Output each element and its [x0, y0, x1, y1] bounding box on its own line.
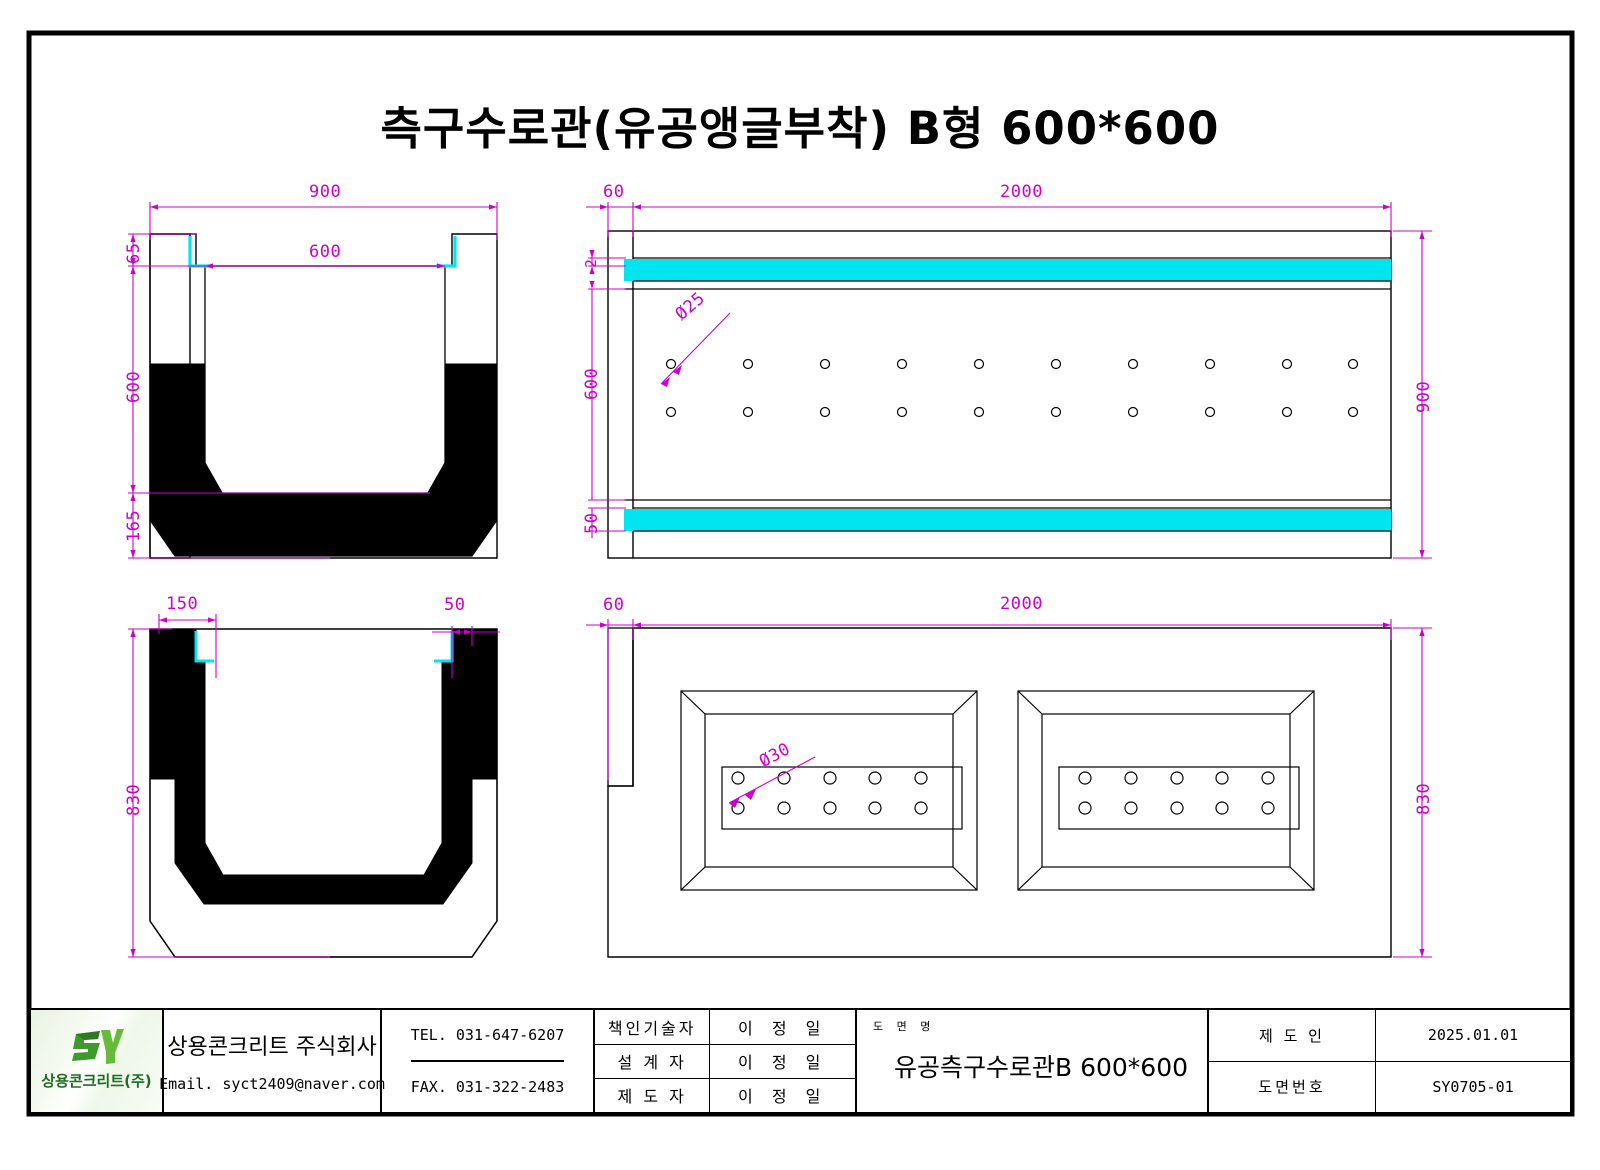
front-section-geometry — [128, 202, 498, 559]
drawing-name-value: 유공측구수로관B 600*600 — [893, 1053, 1189, 1082]
meta-value-drawing-number: SY0705-01 — [1375, 1060, 1570, 1112]
dim-rear-left-wall: 150 — [166, 594, 199, 614]
role-label-designer: 설 계 자 — [595, 1043, 711, 1079]
role-label-drafter: 제 도 자 — [595, 1077, 711, 1112]
company-contact-cell: TEL. 031-647-6207 FAX. 031-322-2483 — [382, 1010, 595, 1112]
rear-section-geometry — [128, 614, 500, 958]
dim-front-overall-width: 900 — [309, 182, 342, 202]
bottom-plan-geometry — [586, 619, 1432, 958]
dim-bplan-end-offset: 60 — [603, 595, 625, 615]
dim-rear-overall-height: 830 — [124, 783, 144, 816]
dim-plan-overall-width: 900 — [1414, 380, 1434, 413]
roles-cell: 책인기술자 이 정 일 설 계 자 이 정 일 제 도 자 이 정 일 — [595, 1010, 857, 1112]
page-title: 측구수로관(유공앵글부착) B형 600*600 — [380, 102, 1220, 155]
role-value-drafter: 이 정 일 — [709, 1077, 855, 1112]
company-email: Email. syct2409@naver.com — [159, 1075, 385, 1093]
meta-label-drawing-number: 도면번호 — [1209, 1060, 1377, 1112]
company-logo-caption: 상용콘크리트(주) — [41, 1072, 152, 1090]
table-row: 책인기술자 이 정 일 — [595, 1010, 855, 1045]
company-logo-cell: 상용콘크리트(주) — [31, 1010, 164, 1112]
dim-plan-length: 2000 — [1000, 182, 1043, 202]
table-row: 제 도 자 이 정 일 — [595, 1077, 855, 1112]
table-row: 설 계 자 이 정 일 — [595, 1043, 855, 1079]
meta-value-date: 2025.01.01 — [1375, 1010, 1570, 1062]
dim-plan-end-offset: 60 — [603, 182, 625, 202]
table-row: 도면번호 SY0705-01 — [1209, 1060, 1570, 1112]
dim-front-base-height: 165 — [124, 509, 144, 542]
role-value-chief-engineer: 이 정 일 — [709, 1010, 855, 1045]
drawing-meta-cell: 제 도 인 2025.01.01 도면번호 SY0705-01 — [1209, 1010, 1570, 1112]
company-info-cell: 상용콘크리트 주식회사 Email. syct2409@naver.com — [159, 1010, 385, 1112]
meta-table: 제 도 인 2025.01.01 도면번호 SY0705-01 — [1209, 1010, 1570, 1112]
angle-plate-2 — [1017, 690, 1315, 891]
dim-front-inner-width: 600 — [309, 242, 342, 262]
dim-bplan-overall-height: 830 — [1414, 782, 1434, 815]
company-fax: FAX. 031-322-2483 — [410, 1060, 565, 1112]
dim-plan-inner-span: 600 — [582, 367, 602, 400]
role-value-designer: 이 정 일 — [709, 1043, 855, 1079]
drawing-name-cell: 도 면 명 유공측구수로관B 600*600 — [857, 1010, 1209, 1112]
roles-table: 책인기술자 이 정 일 설 계 자 이 정 일 제 도 자 이 정 일 — [595, 1010, 855, 1112]
title-block: 상용콘크리트(주) 상용콘크리트 주식회사 Email. syct2409@na… — [29, 1008, 1572, 1114]
table-row: 제 도 인 2025.01.01 — [1209, 1010, 1570, 1062]
dim-plan-angle-width: 50 — [582, 512, 602, 534]
meta-label-date: 제 도 인 — [1209, 1010, 1377, 1062]
sy-logo-icon — [70, 1026, 124, 1066]
dim-front-inner-height: 600 — [124, 370, 144, 403]
dim-rear-right-ledge: 50 — [444, 595, 466, 615]
dim-bplan-length: 2000 — [1000, 594, 1043, 614]
angle-plate-1 — [680, 690, 978, 891]
dim-plan-angle-thickness: 2 — [582, 258, 600, 268]
sheet-border — [26, 30, 1575, 1117]
company-name: 상용콘크리트 주식회사 — [167, 1035, 377, 1060]
drawing-name-caption: 도 면 명 — [873, 1020, 936, 1033]
top-plan-geometry — [586, 202, 1432, 559]
perforation-holes-top — [665, 358, 1359, 418]
dim-front-notch-height: 65 — [124, 242, 144, 264]
company-tel: TEL. 031-647-6207 — [410, 1026, 565, 1044]
role-label-chief-engineer: 책인기술자 — [595, 1010, 711, 1045]
